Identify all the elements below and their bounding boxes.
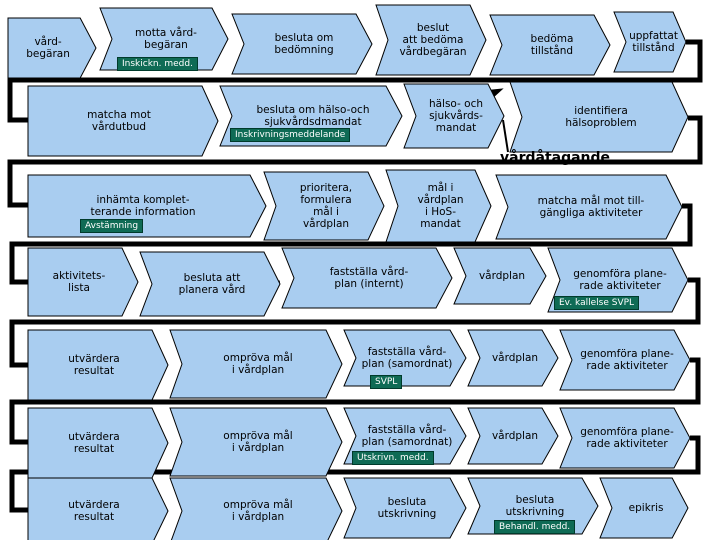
step-shape-r7-3 xyxy=(343,477,467,539)
step-shape-r5-1 xyxy=(27,329,169,401)
step-shape-r2-4 xyxy=(509,81,689,153)
step-shape-r4-2 xyxy=(139,251,281,317)
note-tag-r6-1: Utskrivn. medd. xyxy=(352,451,434,465)
step-shape-r6-4 xyxy=(467,407,559,465)
step-shape-r7-5 xyxy=(599,477,689,539)
step-shape-r6-1 xyxy=(27,407,169,479)
step-shape-r4-3 xyxy=(281,247,453,309)
row-connector-5 xyxy=(9,357,701,445)
step-label-r6-4: vårdplan xyxy=(491,430,539,442)
step-shape-r4-1 xyxy=(27,247,139,317)
step-label-r5-5: genomföra plane- rade aktiviteter xyxy=(580,348,674,372)
step-label-r6-5: genomföra plane- rade aktiviteter xyxy=(580,426,674,450)
step-label-r4-4: vårdplan xyxy=(478,270,526,282)
step-shape-r5-4 xyxy=(467,329,559,387)
step-label-r7-1: utvärdera resultat xyxy=(68,499,120,523)
step-label-r1-3: besluta om bedömning xyxy=(274,32,334,56)
step-label-r1-2: motta vård- begäran xyxy=(135,27,197,51)
step-label-r2-2: besluta om hälso-och sjukvårdsdmandat xyxy=(256,104,370,128)
step-label-r3-4: matcha mål mot till- gängliga aktivitete… xyxy=(537,195,645,219)
step-shape-r1-5 xyxy=(489,14,611,76)
step-shape-r1-2 xyxy=(99,7,229,71)
row-connector-1 xyxy=(7,39,703,123)
step-shape-r6-5 xyxy=(559,407,691,469)
row-connector-6 xyxy=(9,435,701,513)
step-label-r7-4: besluta utskrivning xyxy=(505,494,565,518)
step-shape-r1-6 xyxy=(613,11,687,73)
step-label-r4-2: besluta att planera vård xyxy=(178,272,246,296)
step-label-r1-6: uppfattat tillstånd xyxy=(629,30,678,54)
callout-vardatagande: vårdåtagande xyxy=(500,150,611,166)
ellipsis-arrow-2-head xyxy=(491,88,504,97)
step-label-r2-4: identifiera hälsoproblem xyxy=(565,105,637,129)
step-label-r2-3: hälso- och sjukvårds- mandat xyxy=(428,98,484,134)
step-shape-r1-1 xyxy=(7,17,97,79)
step-label-r1-1: vård- begäran xyxy=(26,36,70,60)
step-shape-r5-5 xyxy=(559,329,691,391)
step-shape-r5-3 xyxy=(343,329,467,387)
step-shape-r4-4 xyxy=(453,247,547,305)
step-label-r3-3: mål i vårdplan i HoS- mandat xyxy=(417,182,464,230)
step-label-r4-3: fastställa vård- plan (internt) xyxy=(329,266,409,290)
row-connector-3 xyxy=(9,203,693,285)
note-tag-r7-1: Behandl. medd. xyxy=(494,520,576,534)
step-shape-r2-1 xyxy=(27,85,219,157)
step-shape-r7-1 xyxy=(27,477,169,540)
step-label-r3-1: inhämta komplet- terande information xyxy=(90,194,196,218)
step-shape-r5-2 xyxy=(169,329,343,399)
step-label-r5-4: vårdplan xyxy=(491,352,539,364)
step-label-r2-1: matcha mot vårdutbud xyxy=(87,109,151,133)
row-connector-2 xyxy=(7,115,703,208)
step-shape-r6-2 xyxy=(169,407,343,477)
note-tag-r3-1: Avstämning xyxy=(80,219,144,233)
step-label-r1-4: beslut att bedöma vårdbegäran xyxy=(399,22,467,58)
step-label-r4-1: aktivitets- lista xyxy=(52,270,106,294)
note-tag-r4-1: Ev. kallelse SVPL xyxy=(554,296,640,310)
row-connector-4 xyxy=(9,277,701,368)
step-shape-r3-3 xyxy=(385,169,492,243)
step-label-r1-5: bedöma tillstånd xyxy=(530,33,574,57)
note-tag-r5-1: SVPL xyxy=(370,375,403,389)
note-tag-r1-1: Inskickn. medd. xyxy=(117,57,198,71)
step-shape-r7-2 xyxy=(169,477,343,540)
callout-pointer xyxy=(502,119,509,153)
step-label-r7-3: besluta utskrivning xyxy=(377,496,437,520)
step-label-r4-5: genomföra plane- rade aktiviteter xyxy=(573,268,667,292)
step-shape-r1-4 xyxy=(375,4,487,76)
step-label-r7-5: epikris xyxy=(628,502,664,514)
step-label-r6-2: ompröva mål i vårdplan xyxy=(223,430,293,454)
step-label-r3-2: prioritera, formulera mål i vårdplan xyxy=(299,182,353,230)
step-label-r6-3: fastställa vård- plan (samordnat) xyxy=(361,424,453,448)
step-shape-r6-3 xyxy=(343,407,467,465)
step-label-r5-1: utvärdera resultat xyxy=(68,353,120,377)
step-shape-r3-4 xyxy=(495,174,683,240)
step-label-r5-2: ompröva mål i vårdplan xyxy=(223,352,293,376)
step-label-r7-2: ompröva mål i vårdplan xyxy=(223,499,293,523)
step-shape-r1-3 xyxy=(231,13,373,75)
note-tag-r2-1: Inskrivningsmeddelande xyxy=(230,128,351,142)
step-label-r6-1: utvärdera resultat xyxy=(68,431,120,455)
step-shape-r3-2 xyxy=(263,171,385,241)
step-label-r5-3: fastställa vård- plan (samordnat) xyxy=(361,346,453,370)
step-shape-r2-3 xyxy=(403,83,505,149)
